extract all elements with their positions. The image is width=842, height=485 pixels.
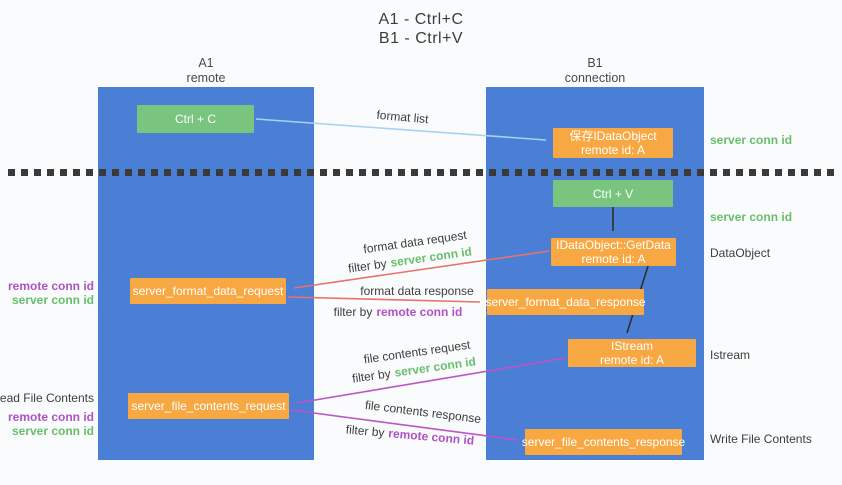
diagram-title: A1 - Ctrl+C B1 - Ctrl+V	[0, 10, 842, 48]
lane-a-header: A1 remote	[98, 56, 314, 86]
lane-a-subtitle: remote	[186, 71, 226, 85]
label-remote-conn-id-format: remote conn id	[7, 279, 94, 293]
arrow-format-data-request	[293, 250, 550, 289]
filter-key-remote-conn-id: remote conn id	[376, 305, 463, 319]
node-save-idataobject: 保存IDataObject remote id: A	[553, 128, 673, 158]
node-ctrl-c: Ctrl + C	[137, 105, 254, 133]
node-getdata-line1: IDataObject::GetData	[556, 238, 671, 252]
arrow-format-list	[255, 118, 547, 141]
node-istream: IStream remote id: A	[568, 339, 696, 367]
node-format-response-label: server_format_data_response	[485, 295, 646, 309]
label-remote-conn-id-file: remote conn id	[7, 410, 94, 424]
node-file-request-label: server_file_contents_request	[131, 399, 286, 413]
arrow-file-contents-request	[296, 357, 567, 404]
label-format-data-response: format data response	[360, 284, 474, 298]
label-write-file-contents: Write File Contents	[710, 432, 812, 446]
lane-b-name: B1	[587, 56, 603, 70]
lane-b-subtitle: connection	[564, 71, 626, 85]
node-server-file-contents-response: server_file_contents_response	[521, 429, 686, 455]
node-getdata-line2: remote id: A	[581, 252, 646, 266]
node-server-format-data-request: server_format_data_request	[130, 278, 286, 304]
lane-b-header: B1 connection	[486, 56, 704, 86]
label-server-conn-id-file: server conn id	[11, 424, 94, 438]
label-server-conn-id-format: server conn id	[11, 293, 94, 307]
node-ctrl-v: Ctrl + V	[553, 180, 673, 207]
node-format-request-label: server_format_data_request	[132, 284, 284, 298]
arrow-format-data-response	[287, 296, 481, 303]
node-save-idataobject-line1: 保存IDataObject	[569, 129, 657, 143]
label-istream: Istream	[710, 348, 751, 362]
label-dataobject: DataObject	[710, 246, 771, 260]
label-server-conn-id-save: server conn id	[710, 133, 793, 147]
node-server-file-contents-request: server_file_contents_request	[128, 393, 289, 419]
label-read-file-contents: Read File Contents	[0, 391, 94, 405]
arrow-file-contents-response	[290, 409, 519, 441]
node-save-idataobject-line2: remote id: A	[580, 143, 646, 157]
title-line-1: A1 - Ctrl+C	[378, 11, 464, 28]
lane-a-name: A1	[198, 56, 214, 70]
label-server-conn-id-ctrlv: server conn id	[710, 210, 793, 224]
node-ctrl-v-label: Ctrl + V	[592, 186, 634, 201]
node-idataobject-getdata: IDataObject::GetData remote id: A	[551, 238, 676, 266]
node-ctrl-c-label: Ctrl + C	[174, 112, 216, 126]
filter-prefix: filter by	[333, 305, 373, 319]
node-server-format-data-response: server_format_data_response	[485, 289, 646, 315]
node-file-response-label: server_file_contents_response	[521, 435, 686, 449]
title-line-2: B1 - Ctrl+V	[378, 30, 464, 47]
node-istream-line2: remote id: A	[599, 353, 665, 367]
machine-boundary-dashed-line	[8, 169, 834, 176]
node-istream-line1: IStream	[610, 339, 653, 353]
